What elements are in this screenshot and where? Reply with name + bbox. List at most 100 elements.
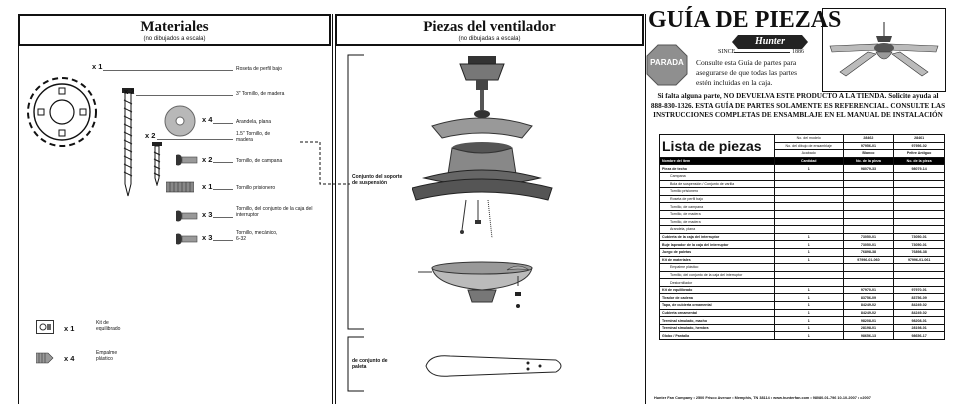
table-cell-b [893, 217, 945, 227]
logo-rule [734, 52, 790, 53]
table-cell-qty: 1 [773, 308, 844, 318]
piezas-header: Piezas del ventilador (no dibujadas a es… [335, 14, 644, 46]
table-cell-a: 97970-01 [842, 285, 895, 295]
table-row: Tornillo, del conjunto de la caja del in… [659, 270, 945, 280]
table-cell-qty: 1 [773, 232, 844, 242]
label-canopy-screw: Tornillo, de campana [236, 158, 283, 164]
table-cell-qty: 1 [773, 240, 844, 249]
table-cell-a: 84249-02 [842, 301, 895, 310]
table-cell-name: Bola de suspensión / Conjunto de varilla [659, 179, 775, 189]
table-cell-a: 83756-09 [842, 293, 895, 303]
table-row: Buje lapeador de la caja del interruptor… [659, 240, 945, 249]
table-cell-a [842, 209, 895, 219]
meta-value: Blanco [842, 149, 895, 158]
leader-line [213, 240, 233, 241]
table-cell-b: 97996-01-061 [893, 255, 945, 265]
table-cell-a: 98656-13 [842, 331, 895, 341]
label-set-screw: Tornillo prisionero [236, 185, 276, 191]
table-cell-a: 98208-01 [842, 316, 895, 325]
label-machine-screw: Tornillo, mecánico, 6-32 [236, 230, 278, 242]
table-cell-qty [773, 217, 844, 227]
piezas-subtitle: (no dibujadas a escala) [458, 36, 521, 42]
table-cell-a [842, 179, 895, 189]
meta-value: 28462 [842, 134, 895, 143]
table-cell-name: Tornillo, de madera [659, 217, 775, 227]
table-cell-a [842, 187, 895, 196]
table-cell-b [893, 263, 945, 272]
qty-washer: x 4 [202, 115, 213, 124]
table-cell-b: 98079-14 [893, 164, 945, 173]
table-cell-a [842, 263, 895, 272]
table-cell-a [842, 202, 895, 211]
leader-line [213, 189, 233, 190]
balancing-kit-icon [36, 320, 54, 334]
table-cell-a [842, 217, 895, 227]
label-conjunto-paleta: de conjunto de paleta [352, 358, 388, 370]
leader-line [213, 123, 233, 124]
table-cell-qty: 1 [773, 323, 844, 333]
table-cell-name: Cubierta ornamental [659, 308, 775, 318]
table-cell-name: Kit de materiales [659, 255, 775, 265]
consult-text: Consulte esta Guía de partes para asegur… [696, 58, 798, 87]
table-row: Empalme plástico [659, 263, 945, 272]
table-row: Tornillo, de campana [659, 202, 945, 211]
qty-wood-screw-3in: x 2 [124, 87, 135, 96]
table-row: Tornillo, de madera [659, 217, 945, 227]
table-cell-a: 73050-01 [842, 240, 895, 249]
materiales-subtitle: (no dibujados a escala) [143, 36, 206, 42]
table-cell-name: Tornillo, de madera [659, 209, 775, 219]
table-cell-qty [773, 171, 844, 181]
meta-label: No. del dibujo de ensamblaje [773, 141, 844, 151]
table-cell-qty: 1 [773, 247, 844, 257]
fan-blade-drawing [425, 355, 562, 377]
table-cell-b [893, 187, 945, 196]
label-canopy-ring: Roseta de perfil bajo [236, 66, 282, 72]
wood-screw-3in-drawing [122, 88, 134, 197]
leader-line [103, 70, 233, 71]
table-cell-a [842, 225, 895, 234]
table-cell-name: Tapa, de cubierta ornamental [659, 301, 775, 310]
canopy-ring-drawing [27, 77, 97, 147]
table-cell-name: Juego de paletas [659, 247, 775, 257]
table-cell-name: Terminal simulado, macho [659, 316, 775, 325]
table-cell-name: Tornillo prisionero [659, 187, 775, 196]
qty-wire-nut: x 4 [64, 354, 75, 363]
table-cell-b [893, 225, 945, 234]
brand-since: SINCE [718, 49, 736, 55]
table-meta-row: Acabado Blanco Peltre Antiguo [660, 149, 945, 158]
qty-machine-screw: x 3 [202, 233, 213, 242]
brand-year: 1886 [792, 49, 804, 55]
table-cell-name: Buje lapeador de la caja del interruptor [659, 240, 775, 249]
table-cell-a [842, 194, 895, 204]
table-cell-b [893, 270, 945, 280]
table-row: Campana [659, 171, 945, 181]
table-cell-b: 83756-09 [893, 293, 945, 303]
table-cell-qty [773, 187, 844, 196]
table-cell-b [893, 179, 945, 189]
table-cell-name: Tornillo, del conjunto de la caja del in… [659, 270, 775, 280]
wood-screw-short-drawing [152, 142, 162, 186]
table-cell-qty: 1 [773, 293, 844, 303]
table-cell-qty [773, 225, 844, 234]
fan-assembly-drawing [412, 56, 553, 303]
stop-label: PARADA [650, 58, 684, 67]
notice-text: Si falta alguna parte, NO DEVUELVA ESTE … [650, 92, 946, 119]
qty-wood-screw-short: x 2 [145, 131, 156, 140]
table-cell-b: 73050-01 [893, 232, 945, 242]
label-wire-nut: Empalme plástico [96, 350, 118, 362]
table-row: Arandela, plana [659, 225, 945, 234]
finial-parts-drawing [506, 265, 530, 308]
table-cell-name: Roseta de perfil bajo [659, 194, 775, 204]
canopy-screw-drawing [176, 154, 198, 166]
table-cell-a: 76898-38 [842, 247, 895, 257]
table-cell-a [842, 278, 895, 287]
table-cell-a [842, 270, 895, 280]
table-cell-name: Kit de equilibrado [659, 285, 775, 295]
table-cell-name: Tirador de cadena [659, 293, 775, 303]
